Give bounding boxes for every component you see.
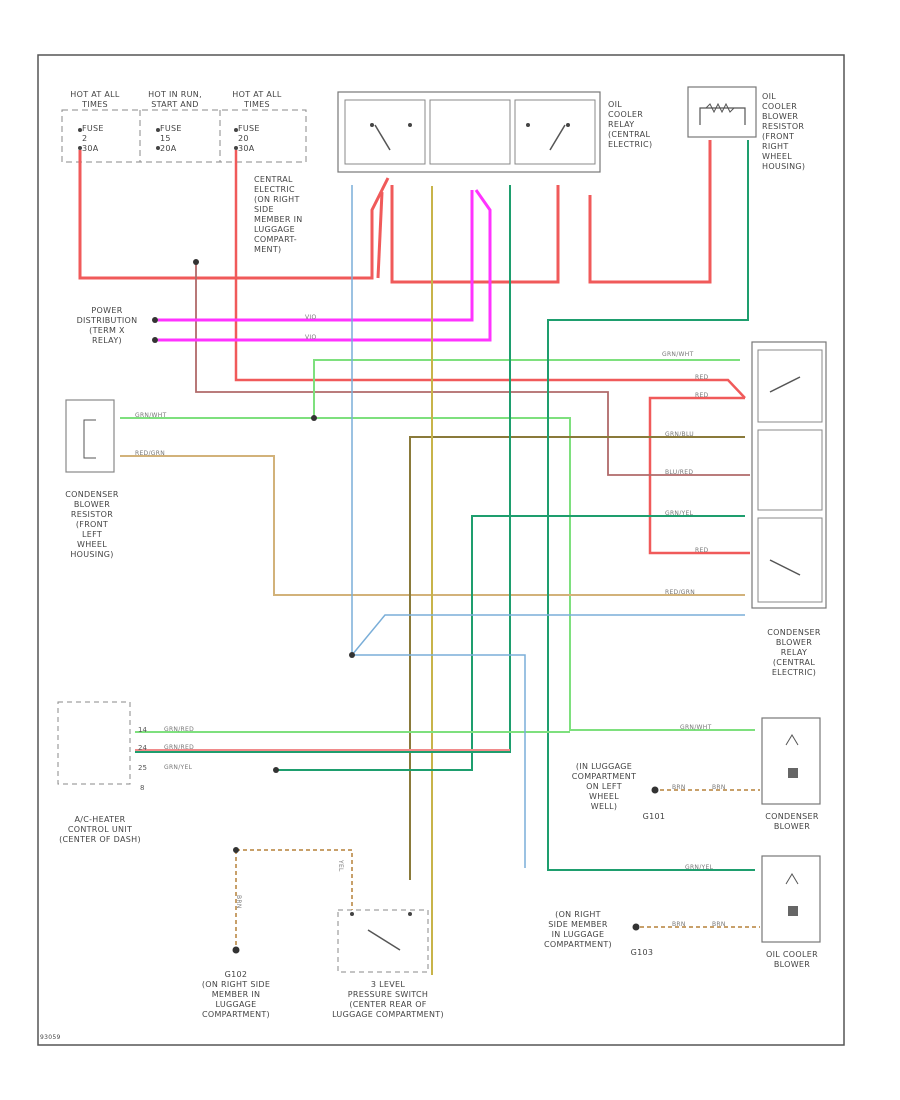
wire-label-grn-wht-resistor: GRN/WHT xyxy=(135,412,167,419)
condenser-resistor-label: CONDENSER BLOWER RESISTOR (FRONT LEFT WH… xyxy=(65,490,119,559)
fuse-2-header: HOT IN RUN, START AND xyxy=(148,90,202,109)
g101-location-label: (IN LUGGAGE COMPARTMENT ON LEFT WHEEL WE… xyxy=(571,762,637,811)
wire-label-grn-red-2: GRN/RED xyxy=(164,744,195,751)
g103-label: G103 xyxy=(630,948,654,957)
wire-label-vio-2: VIO xyxy=(305,334,317,341)
wire-label-brn-1: BRN xyxy=(672,784,686,791)
control-pin-14: 14 xyxy=(138,726,147,734)
oil-cooler-blower-box xyxy=(761,855,821,943)
oil-cooler-relay-box xyxy=(337,91,601,173)
ac-control-label: A/C-HEATER CONTROL UNIT (CENTER OF DASH) xyxy=(59,815,141,844)
wire-label-brn-g102: BRN xyxy=(235,895,242,909)
oil-cooler-resistor-label: OIL COOLER BLOWER RESISTOR (FRONT RIGHT … xyxy=(762,92,806,171)
wire-label-yel-switch: YEL xyxy=(337,860,344,872)
wire-label-brn-2: BRN xyxy=(712,784,726,791)
wire-brown-loop xyxy=(195,262,750,476)
pressure-switch-label: 3 LEVEL PRESSURE SWITCH (CENTER REAR OF … xyxy=(332,980,444,1019)
wire-label-grn-wht-blower: GRN/WHT xyxy=(680,724,712,731)
central-electric-label: CENTRAL ELECTRIC (ON RIGHT SIDE MEMBER I… xyxy=(254,175,303,254)
condenser-resistor-box xyxy=(65,399,115,473)
wire-label-grn-wht-top: GRN/WHT xyxy=(662,351,694,358)
wire-dkgreen xyxy=(135,140,755,871)
wire-label-brn-3: BRN xyxy=(672,921,686,928)
condenser-relay-label: CONDENSER BLOWER RELAY (CENTRAL ELECTRIC… xyxy=(767,628,821,677)
fuse-block xyxy=(61,109,307,163)
wire-label-red-2: RED xyxy=(695,392,709,399)
fuse-1-header: HOT AT ALL TIMES xyxy=(70,90,120,109)
wire-label-grn-yel: GRN/YEL xyxy=(665,510,694,517)
wire-label-grn-red-1: GRN/RED xyxy=(164,726,195,733)
control-pin-25: 25 xyxy=(138,764,147,772)
condenser-blower-box xyxy=(761,717,821,805)
oil-cooler-resistor-box xyxy=(687,86,757,138)
ac-control-box xyxy=(57,701,131,785)
wire-label-red-grn-resistor: RED/GRN xyxy=(135,450,166,457)
fuse-3-name: FUSE 20 30A xyxy=(238,124,260,153)
wire-blue xyxy=(351,185,745,868)
wire-label-grn-yel-control: GRN/YEL xyxy=(164,764,193,771)
condenser-relay-box xyxy=(751,341,827,609)
power-distribution-label: POWER DISTRIBUTION (TERM X RELAY) xyxy=(76,306,138,345)
wire-label-blu-red: BLU/RED xyxy=(665,469,694,476)
splices xyxy=(152,259,659,954)
wire-grn-wht xyxy=(120,359,755,731)
g103-location-label: (ON RIGHT SIDE MEMBER IN LUGGAGE COMPART… xyxy=(544,910,612,949)
wire-label-red-1: RED xyxy=(695,374,709,381)
wire-olive xyxy=(409,436,745,880)
wire-brn-ground xyxy=(235,789,760,950)
fuse-2-name: FUSE 15 20A xyxy=(160,124,182,153)
oil-cooler-blower-label: OIL COOLER BLOWER xyxy=(766,950,818,969)
pressure-switch-box xyxy=(337,909,429,973)
wire-label-vio-1: VIO xyxy=(305,314,317,321)
diagram-frame xyxy=(37,54,845,1046)
wire-label-red-3: RED xyxy=(695,547,709,554)
wire-vio xyxy=(158,189,492,342)
wire-label-red-grn-relay: RED/GRN xyxy=(665,589,696,596)
control-pin-24: 24 xyxy=(138,744,147,752)
wire-label-brn-4: BRN xyxy=(712,921,726,928)
condenser-blower-label: CONDENSER BLOWER xyxy=(765,812,819,831)
oil-cooler-relay-label: OIL COOLER RELAY (CENTRAL ELECTRIC) xyxy=(608,100,653,149)
wire-label-grn-yel-blower: GRN/YEL xyxy=(685,864,714,871)
wire-red-main xyxy=(78,140,712,284)
control-pin-8: 8 xyxy=(140,784,145,792)
wire-label-grn-blu: GRN/BLU xyxy=(665,431,694,438)
g102-label: G102 (ON RIGHT SIDE MEMBER IN LUGGAGE CO… xyxy=(201,970,271,1019)
fuse-3-header: HOT AT ALL TIMES xyxy=(232,90,282,109)
fuse-1-name: FUSE 2 30A xyxy=(82,124,104,153)
diagram-id: 93059 xyxy=(40,1034,61,1041)
g101-label: G101 xyxy=(642,812,666,821)
